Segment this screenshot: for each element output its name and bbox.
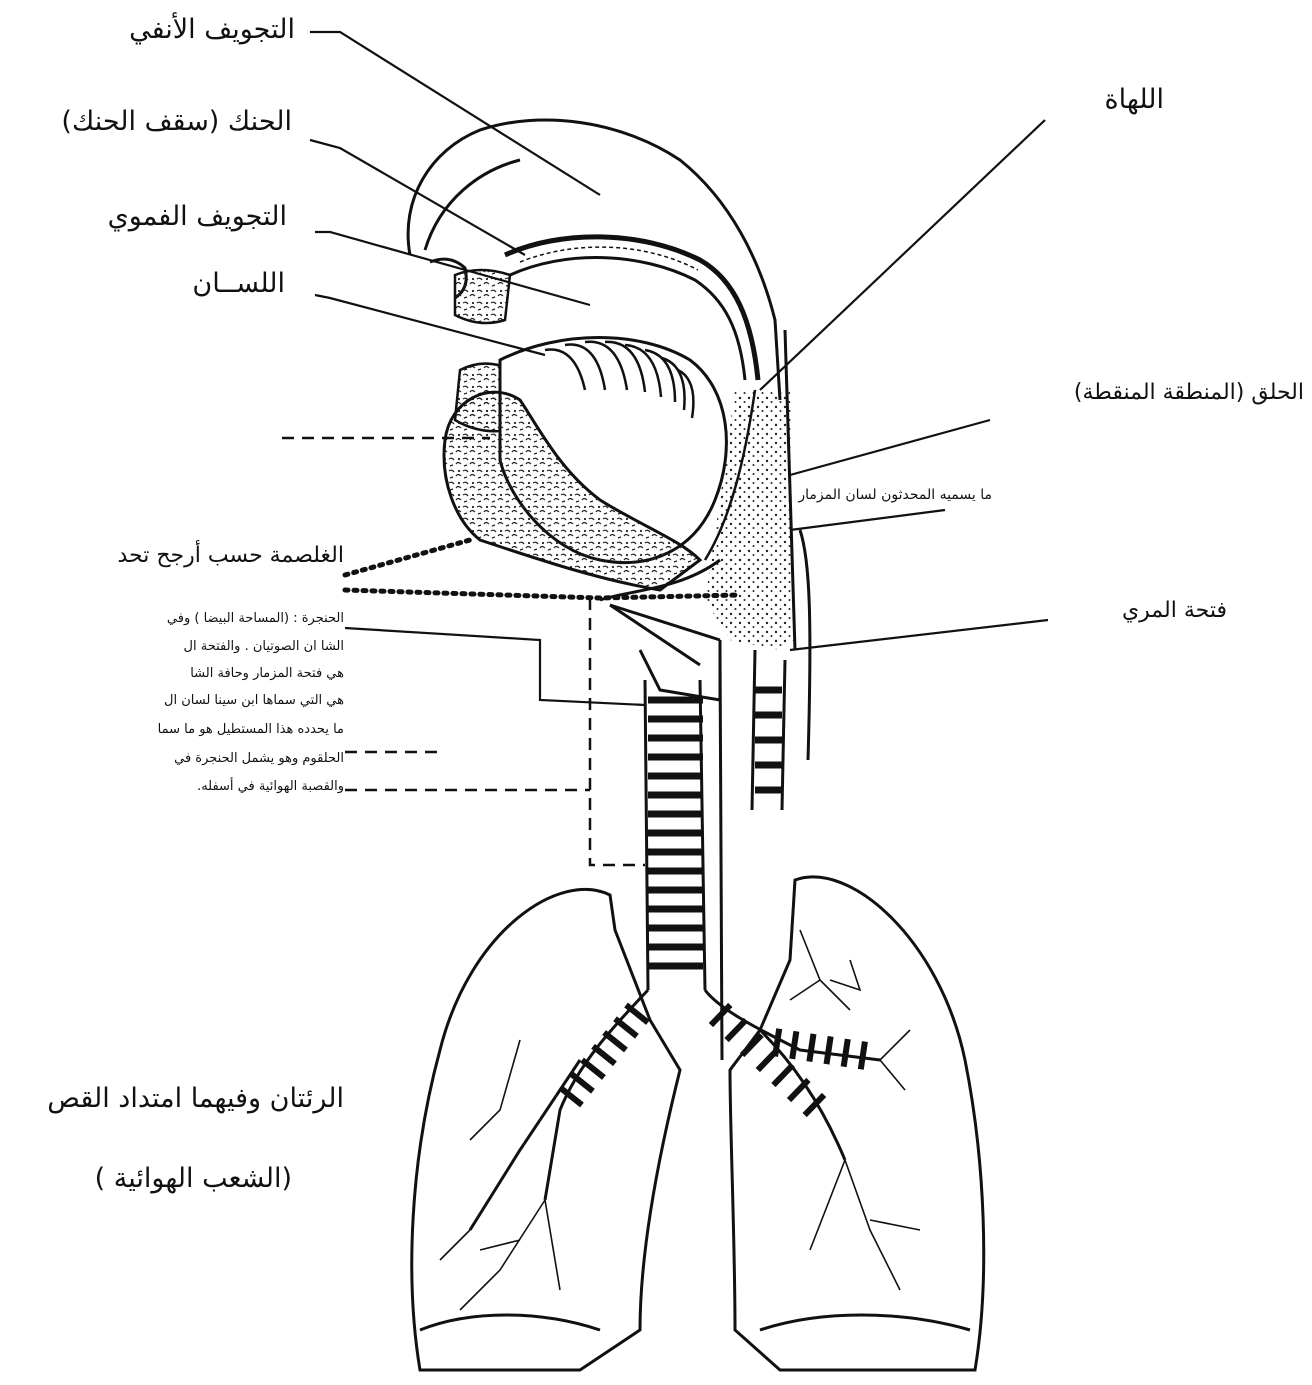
label-glottis: الغلصمة حسب أرجح تحد [117, 545, 344, 567]
label-tongue: اللســان [192, 270, 285, 297]
larynx-note-line-5: ما يحدده هذا المستطيل هو ما سما [158, 723, 344, 736]
trachea-shape [645, 680, 705, 990]
bronchus-ring [593, 1046, 615, 1063]
bronchus-ring [773, 1065, 792, 1085]
larynx-note-line-1: الحنجرة : (المساحة البيضا ) وفي [167, 612, 344, 625]
label-bronchi: (الشعب الهوائية ) [95, 1165, 292, 1192]
bronchi-shape [470, 990, 880, 1230]
bronchus-ring [792, 1031, 796, 1059]
larynx-note-line-3: هي فتحة المزمار وحافة الشا [190, 667, 344, 680]
left-lung [412, 889, 680, 1370]
bronchus-ring [809, 1034, 813, 1062]
label-oral-cavity: التجويف الفموي [108, 203, 287, 230]
bronchus-ring [789, 1080, 808, 1100]
right-lung [730, 877, 984, 1370]
bronchus-ring [582, 1060, 604, 1077]
bronchus-ring [775, 1029, 779, 1057]
bronchus-ring [861, 1042, 865, 1070]
bronchus-ring [615, 1019, 637, 1036]
larynx-note-line-2: الشا ان الصوتيان . والفتحة ال [184, 640, 344, 653]
label-palate: الحنك (سقف الحنك) [61, 108, 292, 135]
larynx-note-line-7: والقصبة الهوائية في أسفله. [197, 780, 344, 793]
label-esophagus: فتحة المري [1122, 600, 1227, 622]
bronchus-ring [844, 1039, 848, 1067]
larynx-note-line-4: هي التي سماها ابن سينا لسان ال [164, 694, 344, 707]
label-lungs: الرئتان وفيهما امتداد القص [47, 1085, 344, 1112]
lungs-shape [412, 877, 984, 1370]
label-epiglottis: ما يسميه المحدثون لسان المزمار [798, 488, 992, 502]
bronchus-ring [727, 1020, 746, 1040]
bronchus-ring [604, 1033, 626, 1050]
lung-branches [440, 930, 920, 1310]
label-pharynx: الحلق (المنطقة المنقطة) [1074, 382, 1304, 404]
label-nasal-cavity: التجويف الأنفي [129, 16, 295, 43]
esophagus-rings [755, 690, 782, 790]
bronchus-ring [826, 1036, 830, 1064]
label-uvula: اللهاة [1105, 86, 1164, 113]
larynx-note-line-6: الحلقوم وهو يشمل الحنجرة في [174, 752, 344, 765]
